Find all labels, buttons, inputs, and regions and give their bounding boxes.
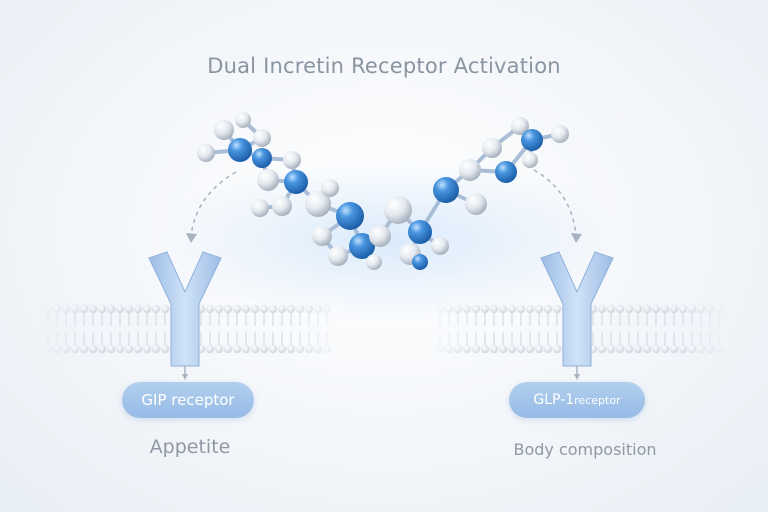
gip-receptor-label-text: GIP receptor [141, 391, 235, 409]
page-title: Dual Incretin Receptor Activation [207, 54, 561, 78]
arrow-left-head-icon [186, 233, 197, 243]
glp1-receptor-icon [540, 251, 614, 380]
gip-receptor-icon [148, 251, 222, 380]
glp1-receptor-label-suffix: receptor [574, 393, 621, 407]
arrow-right-icon [533, 169, 577, 237]
molecule-icon [197, 112, 569, 270]
glp1-receptor-label: GLP-1 receptor [509, 382, 645, 418]
cell-membrane-left [43, 304, 332, 354]
arrow-right-head-icon [571, 233, 582, 243]
glp1-receptor-label-text: GLP-1 [533, 392, 575, 408]
gip-receptor-label: GIP receptor [122, 382, 254, 418]
effect-appetite: Appetite [149, 436, 231, 458]
effect-body-composition: Body composition [513, 440, 657, 459]
arrow-left-icon [190, 171, 237, 237]
